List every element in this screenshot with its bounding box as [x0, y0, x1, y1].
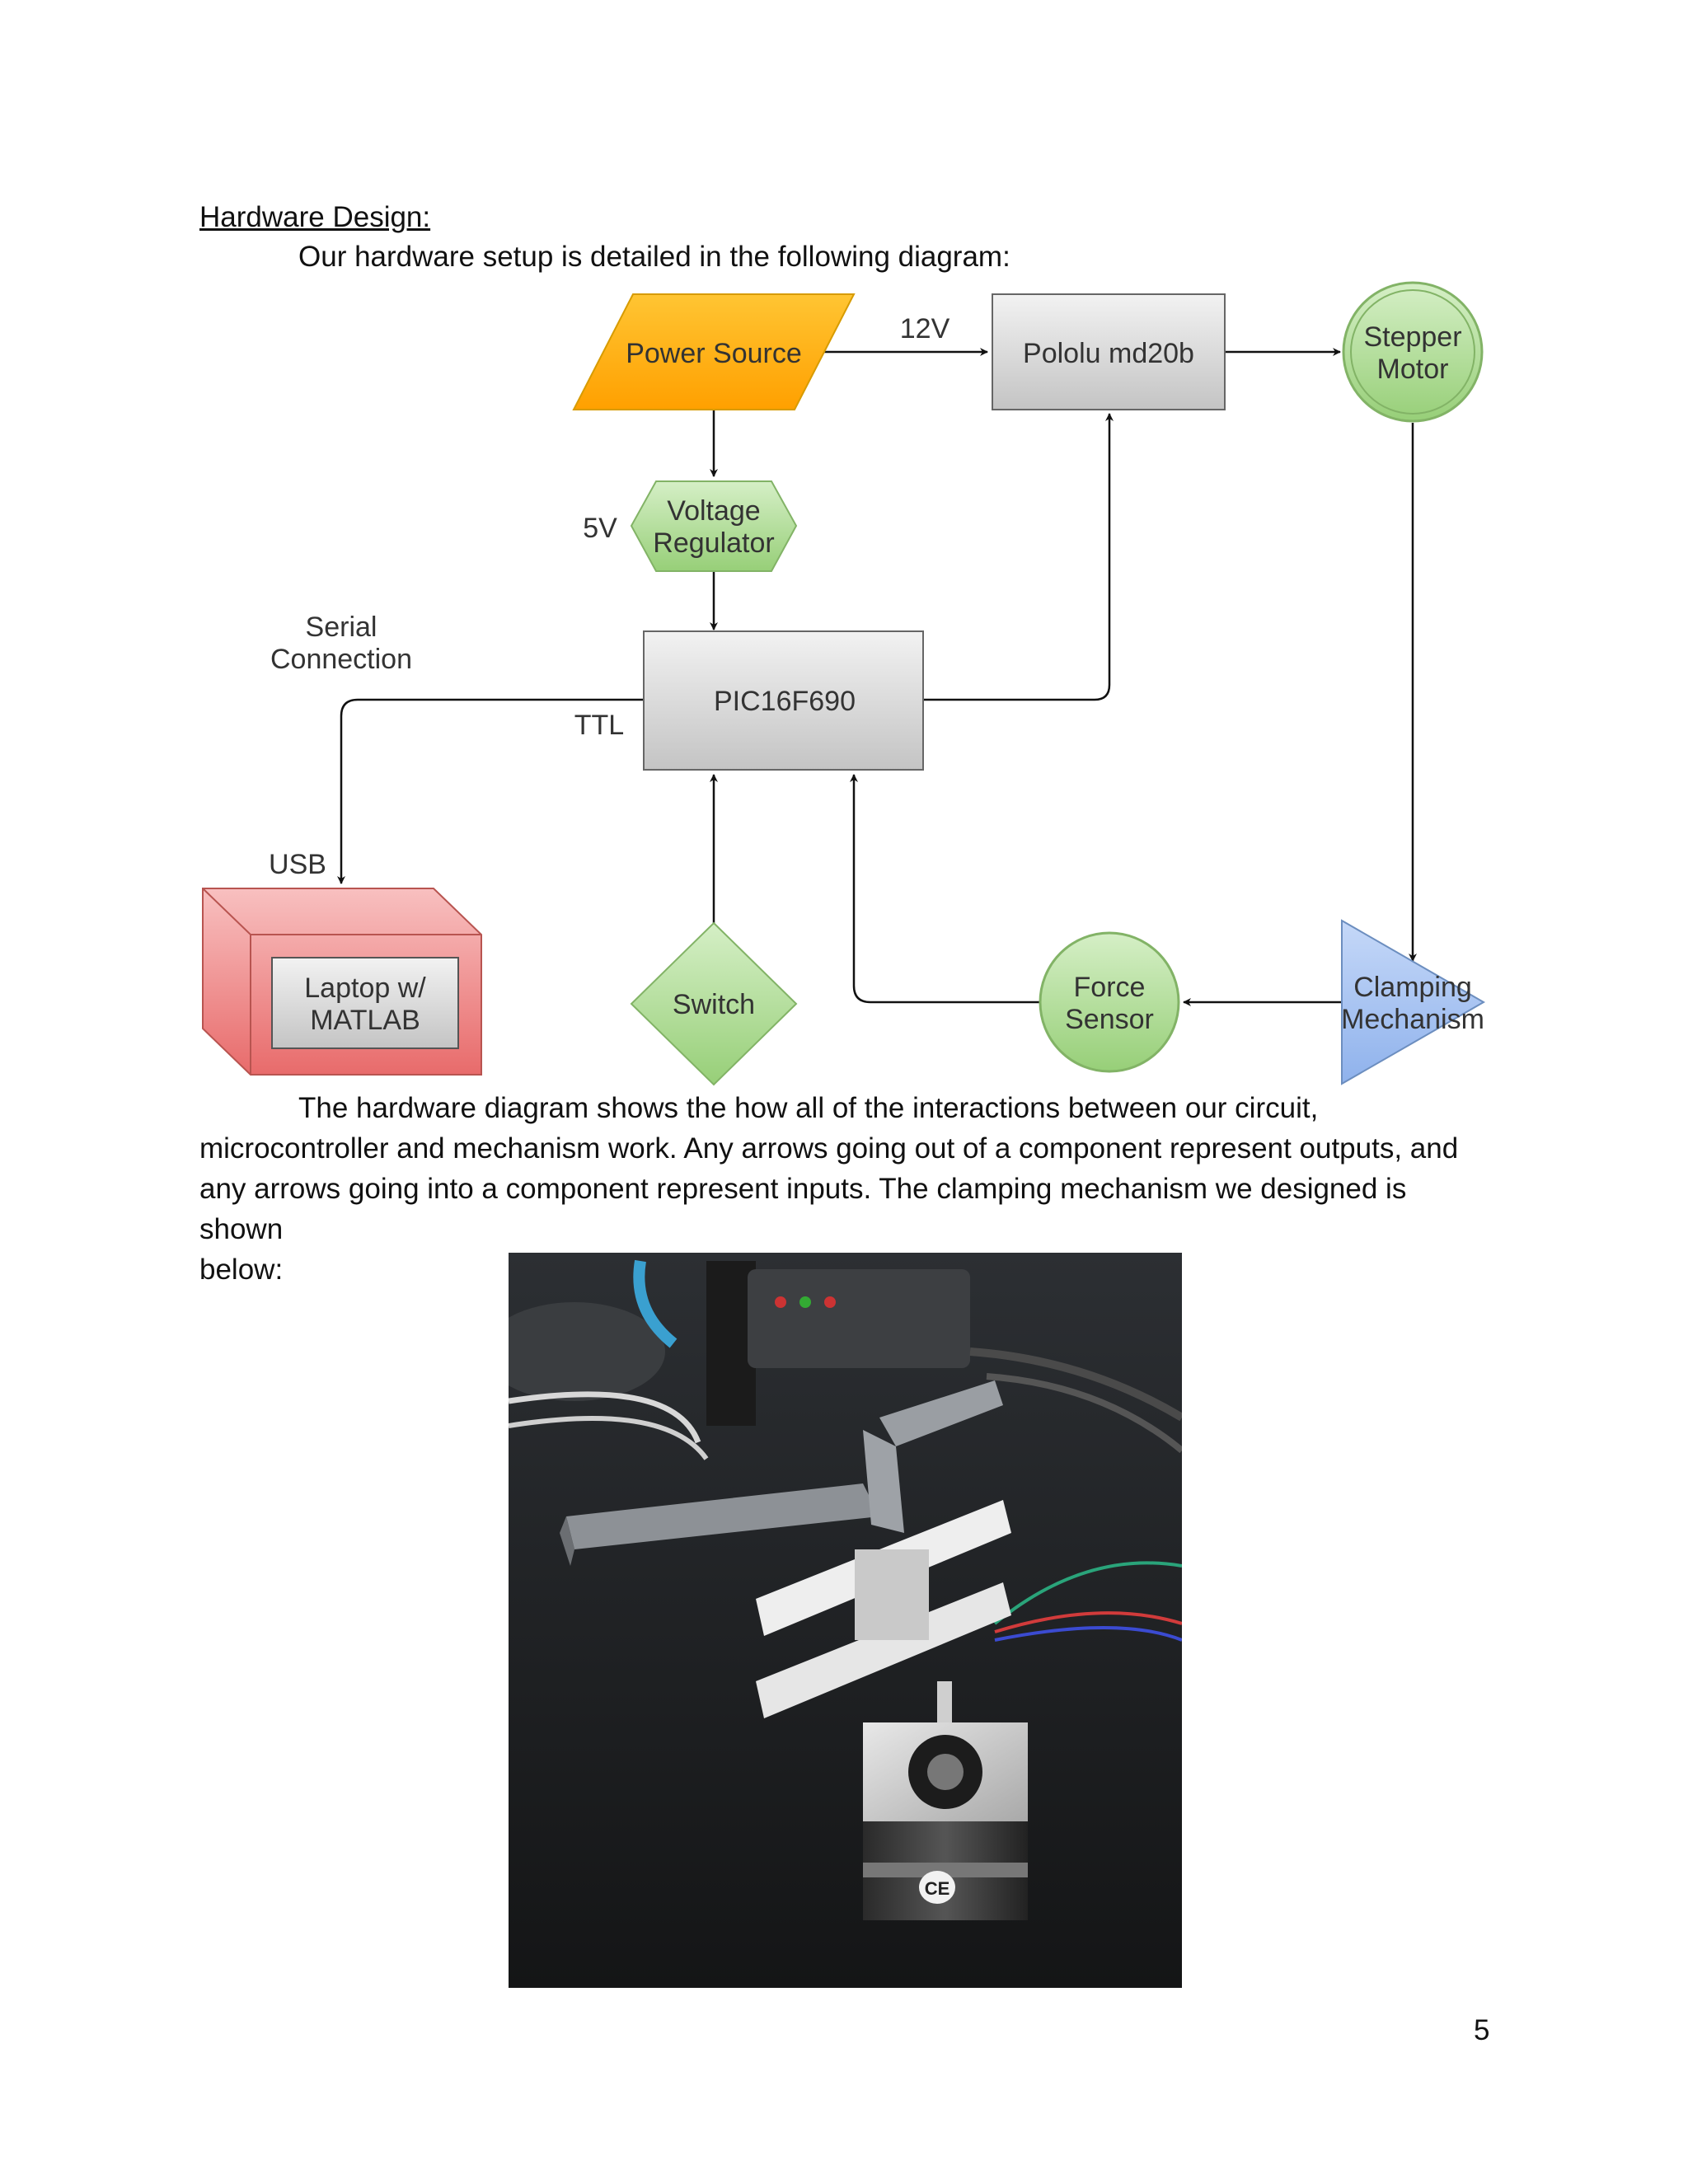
label-usb: USB: [269, 849, 326, 880]
paragraph-line-4: below:: [199, 1254, 284, 1286]
label-12v: 12V: [900, 313, 950, 344]
hardware-diagram: Power Source Pololu md20b Stepper Motor …: [202, 281, 1486, 1086]
power-source-label: Power Source: [626, 338, 802, 369]
stepper-node: Stepper Motor: [1342, 281, 1484, 423]
arrow-mcu-to-driver: [923, 413, 1114, 701]
laptop-node: Laptop w/ MATLAB: [202, 888, 482, 1076]
arrow-mcu-to-laptop: [337, 698, 644, 884]
label-serial-line2: Connection: [270, 644, 412, 675]
intro-sentence: Our hardware setup is detailed in the fo…: [298, 241, 1010, 273]
paragraph-line-2: microcontroller and mechanism work. Any …: [199, 1132, 1459, 1165]
clamp-label-line2: Mechanism: [1341, 1004, 1484, 1035]
laptop-label-line1: Laptop w/: [304, 972, 426, 1004]
force-label-line1: Force: [1074, 972, 1146, 1003]
photo-ce-mark: CE: [925, 1878, 950, 1899]
paragraph-line-3: any arrows going into a component repres…: [199, 1173, 1407, 1245]
driver-node: Pololu md20b: [992, 293, 1226, 410]
label-5v: 5V: [583, 513, 617, 544]
stepper-label-line1: Stepper: [1363, 321, 1461, 353]
regulator-node: Voltage Regulator: [630, 480, 798, 572]
laptop-label-line2: MATLAB: [310, 1005, 420, 1036]
regulator-label-line1: Voltage: [667, 495, 760, 527]
description-paragraph: The hardware diagram shows the how all o…: [199, 1088, 1485, 1290]
driver-label: Pololu md20b: [1023, 338, 1194, 369]
switch-node: Switch: [630, 921, 798, 1086]
label-ttl: TTL: [574, 710, 624, 741]
section-heading: Hardware Design:: [199, 201, 431, 233]
label-serial-line1: Serial: [306, 612, 377, 643]
mcu-label: PIC16F690: [714, 686, 856, 717]
force-label-line2: Sensor: [1065, 1004, 1154, 1035]
stepper-label-line2: Motor: [1377, 354, 1449, 385]
paragraph-line-1: The hardware diagram shows the how all o…: [298, 1092, 1319, 1124]
regulator-label-line2: Regulator: [653, 527, 774, 559]
clamp-label-line1: Clamping: [1353, 972, 1472, 1003]
clamp-mechanism-photo: CE: [509, 1253, 1182, 1988]
connectors: [337, 348, 1417, 1006]
power-source-node: Power Source: [572, 293, 856, 410]
arrow-force-to-mcu: [850, 774, 1040, 1004]
mcu-node: PIC16F690: [643, 630, 924, 771]
switch-label: Switch: [673, 989, 755, 1020]
force-sensor-node: Force Sensor: [1039, 931, 1180, 1073]
page-number: 5: [1474, 2014, 1490, 2046]
clamp-node: Clamping Mechanism: [1341, 919, 1486, 1085]
